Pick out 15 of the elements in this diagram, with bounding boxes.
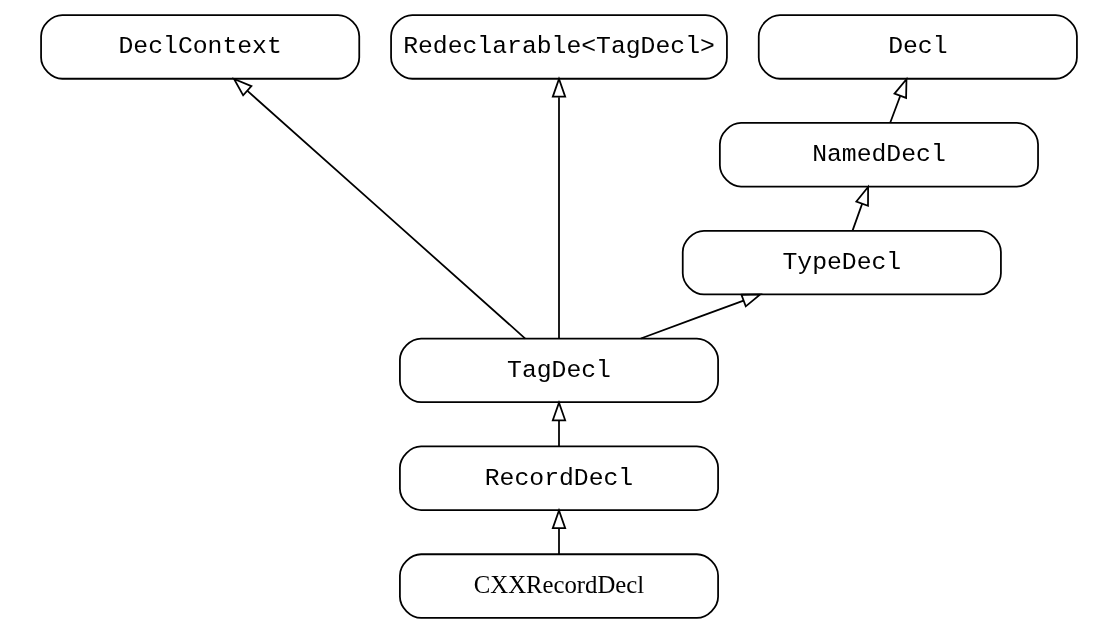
- arrow: [639, 293, 763, 340]
- node-box: Redeclarable<TagDecl>: [389, 14, 728, 80]
- arrow: [888, 76, 907, 124]
- node-box: Decl: [757, 14, 1078, 80]
- arrow: [551, 507, 566, 555]
- node-box: RecordDecl: [398, 445, 719, 511]
- arrow: [851, 184, 869, 232]
- node-box: NamedDecl: [718, 122, 1039, 188]
- arrow: [231, 77, 526, 340]
- arrow: [551, 76, 566, 340]
- arrow: [551, 399, 566, 448]
- node-box: TagDecl: [398, 337, 719, 404]
- node-box: CXXRecordDecl: [398, 553, 719, 619]
- node-box: DeclContext: [39, 14, 360, 80]
- node-box: TypeDecl: [681, 229, 1002, 296]
